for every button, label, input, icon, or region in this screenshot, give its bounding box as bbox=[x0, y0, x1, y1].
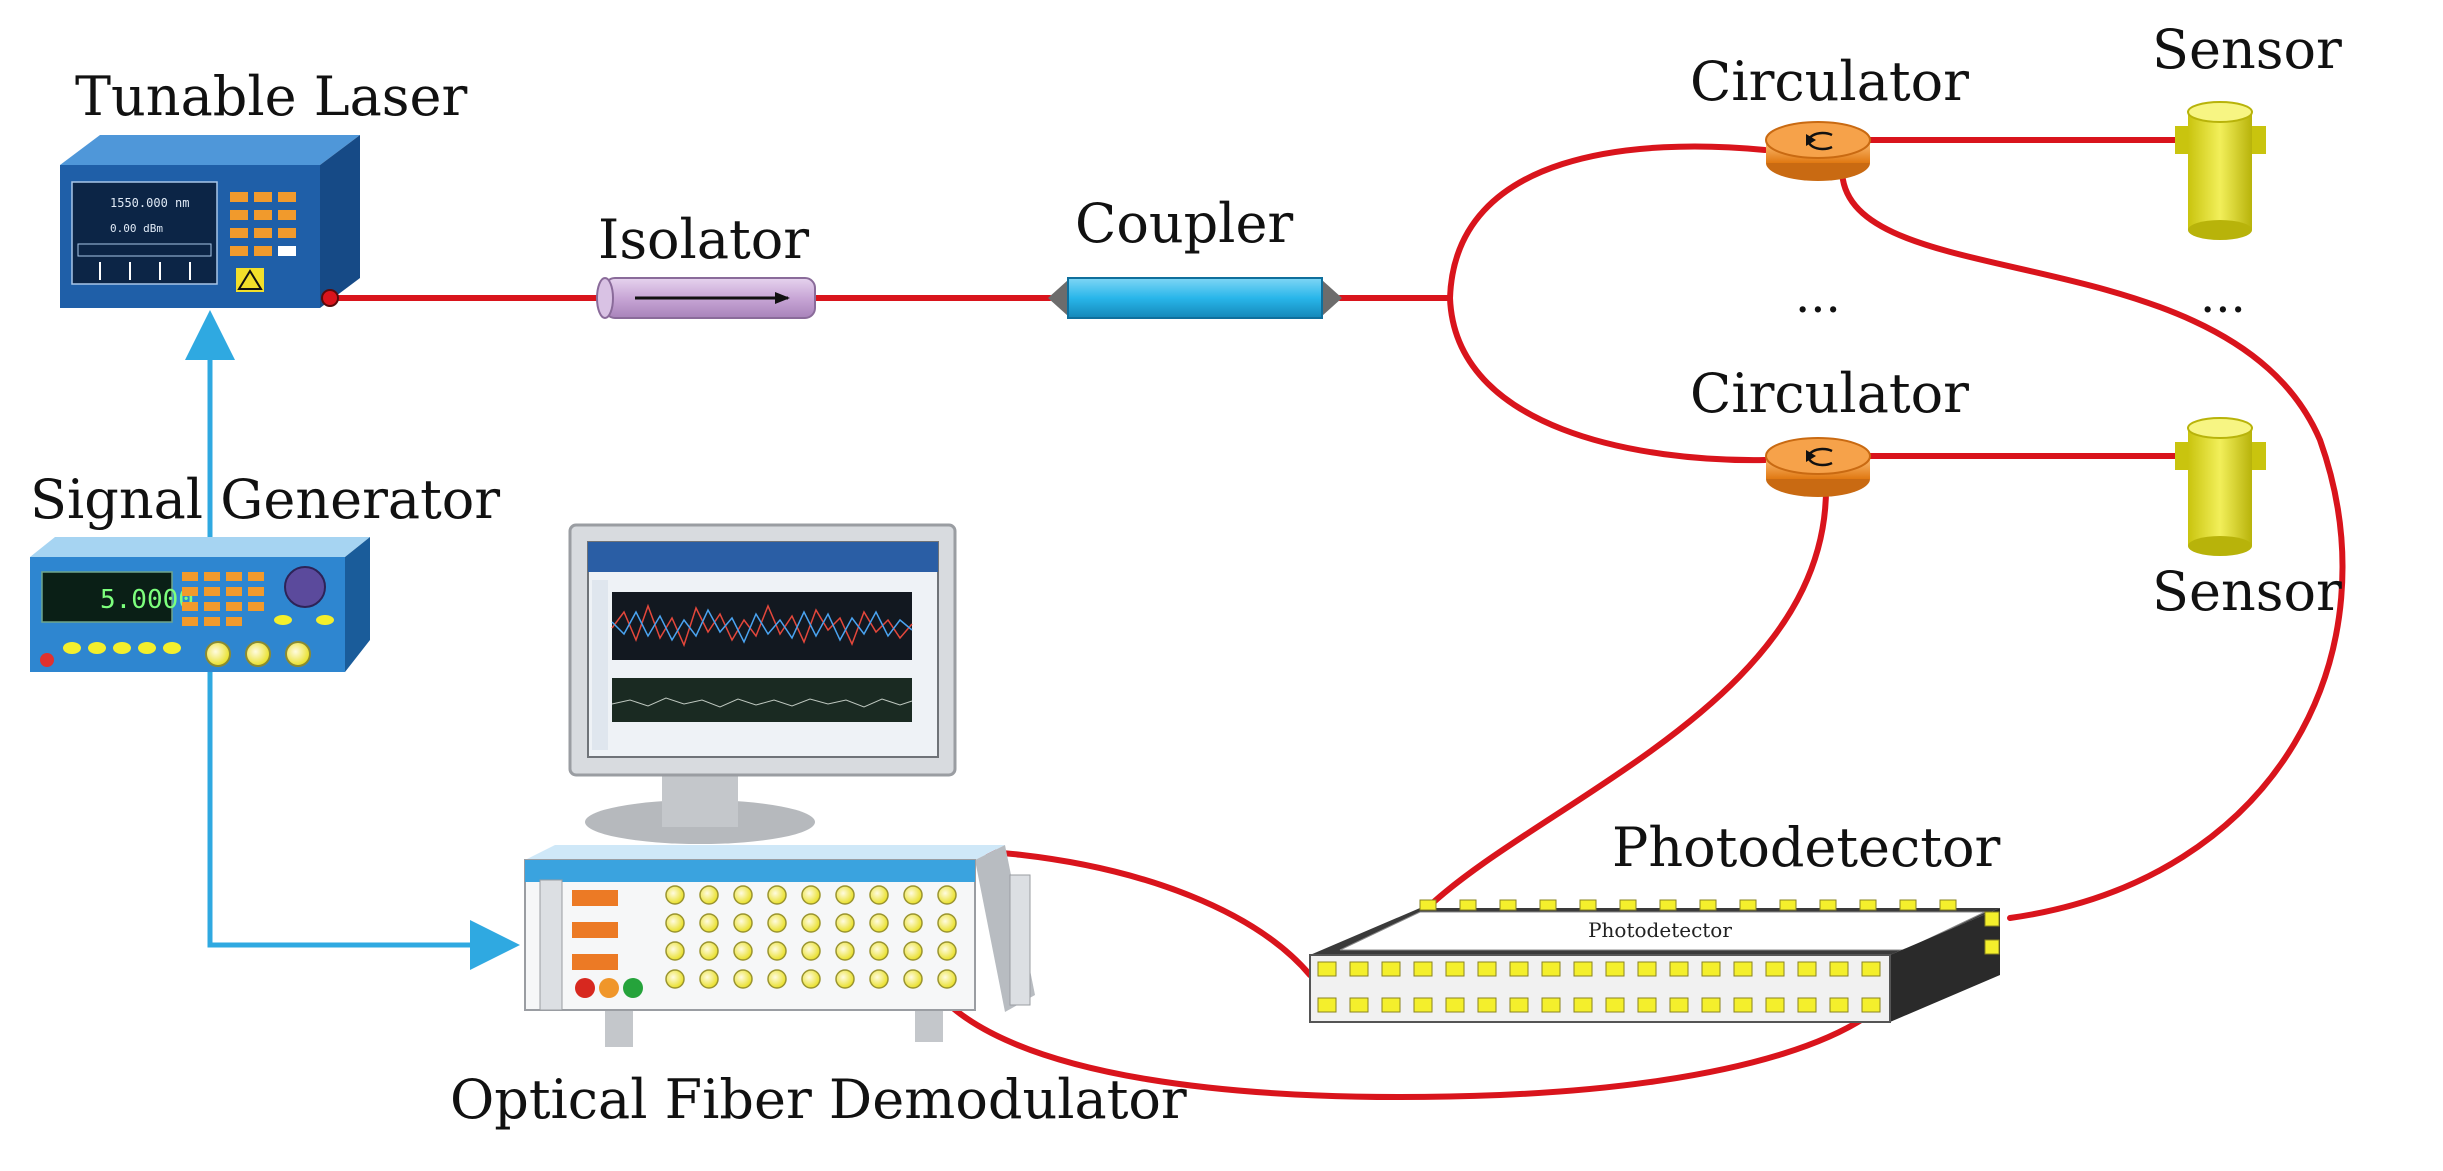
label-ellipsis-circulator: ... bbox=[1795, 268, 1841, 324]
isolator bbox=[596, 277, 816, 319]
label-sensor-bottom: Sensor bbox=[2152, 560, 2342, 623]
component-labels: Tunable Laser Isolator Coupler Circulato… bbox=[30, 18, 2342, 1131]
fiber-demodulator-to-photodetector-lower bbox=[927, 972, 1908, 1101]
optical-fibers bbox=[332, 137, 2346, 1101]
signal-generator: 5.0000 bbox=[30, 537, 370, 672]
signal-generator-dial bbox=[284, 566, 326, 608]
demodulator-led-green bbox=[623, 978, 643, 998]
photodetector-back-ports bbox=[1419, 899, 2000, 955]
laser-power-readout: 0.00 dBm bbox=[110, 222, 163, 235]
photodetector-ports-bottom-row bbox=[1317, 997, 1881, 1013]
signal-to-demodulator-arrow bbox=[207, 660, 520, 970]
coupler bbox=[1048, 277, 1342, 319]
signal-generator-readout: 5.0000 bbox=[100, 585, 194, 615]
screen-waveform-top bbox=[611, 603, 913, 648]
optical-fiber-demodulator bbox=[524, 845, 1035, 1047]
demodulator-ports bbox=[665, 885, 957, 989]
label-photodetector: Photodetector bbox=[1612, 816, 2000, 879]
sensor-top bbox=[2175, 101, 2266, 240]
fiber-top-circulator-to-photodetector bbox=[1838, 165, 2346, 921]
label-circulator-top: Circulator bbox=[1690, 50, 1969, 113]
fiber-bottom-circulator-to-photodetector bbox=[1422, 481, 1830, 913]
demodulator-led-orange bbox=[599, 978, 619, 998]
signal-lines bbox=[185, 310, 520, 970]
label-sensor-top: Sensor bbox=[2152, 18, 2342, 81]
label-optical-fiber-demodulator: Optical Fiber Demodulator bbox=[450, 1068, 1187, 1131]
laser-display bbox=[71, 181, 218, 285]
signal-generator-connectors bbox=[205, 641, 311, 667]
signal-generator-display bbox=[41, 571, 173, 623]
label-coupler: Coupler bbox=[1075, 192, 1293, 255]
demodulator-led-red bbox=[575, 978, 595, 998]
laser-wavelength-readout: 1550.000 nm bbox=[110, 196, 189, 210]
signal-generator-keypad bbox=[182, 572, 264, 626]
label-circulator-bottom: Circulator bbox=[1690, 362, 1969, 425]
signal-generator-buttons bbox=[63, 642, 181, 654]
label-ellipsis-sensor: ... bbox=[2200, 268, 2246, 324]
photodetector: Photodetector bbox=[1309, 899, 2000, 1023]
label-signal-generator: Signal Generator bbox=[30, 468, 500, 531]
circulator-top bbox=[1765, 121, 1871, 181]
demodulator-indicators bbox=[572, 890, 618, 970]
screen-waveform-bottom bbox=[611, 697, 913, 708]
photodetector-ports-top-row bbox=[1317, 961, 1881, 977]
fiber-split-to-bottom-circulator bbox=[1447, 295, 1768, 464]
label-tunable-laser: Tunable Laser bbox=[75, 65, 467, 128]
sensor-bottom bbox=[2175, 417, 2266, 556]
laser-keypad bbox=[230, 192, 296, 256]
circulator-bottom bbox=[1765, 437, 1871, 497]
label-isolator: Isolator bbox=[598, 208, 809, 271]
tunable-laser: 1550.000 nm 0.00 dBm bbox=[60, 135, 360, 308]
laser-output-port bbox=[321, 289, 339, 307]
computer-monitor bbox=[568, 523, 957, 844]
fiber-split-to-top-circulator bbox=[1447, 143, 1768, 301]
photodetector-plate-label: Photodetector bbox=[1588, 918, 1732, 942]
